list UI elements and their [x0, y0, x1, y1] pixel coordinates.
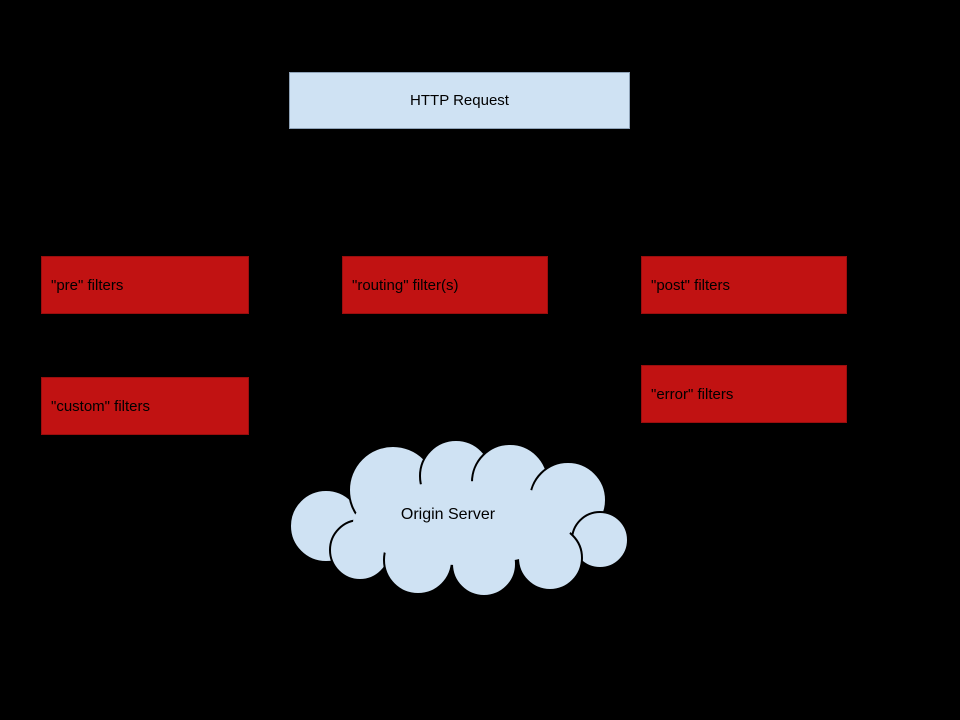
routing-filters-label: "routing" filter(s): [352, 276, 459, 294]
custom-filters-box: "custom" filters: [41, 377, 249, 435]
error-filters-box: "error" filters: [641, 365, 847, 423]
origin-server-label: Origin Server: [400, 506, 496, 523]
post-filters-box: "post" filters: [641, 256, 847, 314]
post-filters-label: "post" filters: [651, 276, 731, 294]
http-request-box: HTTP Request: [289, 72, 630, 129]
pre-filters-label: "pre" filters: [51, 276, 124, 294]
routing-filters-box: "routing" filter(s): [342, 256, 548, 314]
origin-server-cloud: Origin Server: [288, 438, 632, 600]
error-filters-label: "error" filters: [651, 385, 734, 403]
cloud-icon: [289, 439, 629, 597]
custom-filters-label: "custom" filters: [51, 397, 151, 415]
http-request-label: HTTP Request: [410, 92, 509, 109]
pre-filters-box: "pre" filters: [41, 256, 249, 314]
